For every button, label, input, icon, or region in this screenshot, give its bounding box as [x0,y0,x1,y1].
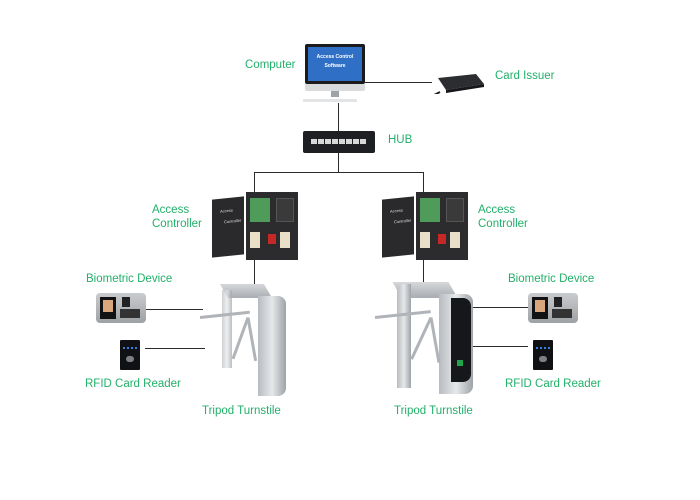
keyboard-icon [303,99,357,102]
computer-label: Computer [245,59,296,71]
wire-computer-card-issuer [365,82,432,83]
network-switch-icon [303,131,375,153]
right-biometric-device-icon [528,293,578,323]
wire-right-rfid [473,346,528,347]
right-tripod-turnstile-icon [374,278,475,400]
monitor-screen: Access Control Software [308,47,362,81]
left-tripod-turnstile-icon [199,280,290,400]
left-turnstile-label: Tripod Turnstile [202,405,281,417]
left-controller-label: Access Controller [152,203,202,231]
wire-right-biometric [473,307,528,308]
wire-hub-left-controller [254,172,255,192]
turnstile-green-indicator [457,360,463,366]
screen-text-line2: Software [324,63,346,69]
screen-text-line1: Access Control [316,54,354,60]
hub-label: HUB [388,134,413,146]
right-rfid-reader-icon [533,340,553,370]
wire-hub-bus [254,172,424,173]
right-turnstile-label: Tripod Turnstile [394,405,473,417]
wire-left-controller-turnstile [254,258,255,284]
wire-left-biometric [146,309,203,310]
wire-right-controller-turnstile [423,258,424,284]
wire-left-rfid [145,348,205,349]
right-biometric-label: Biometric Device [508,273,595,285]
left-rfid-reader-icon [120,340,140,370]
wire-computer-hub [338,103,339,131]
right-controller-label-line1: Access [478,204,516,216]
left-biometric-label: Biometric Device [86,273,173,285]
left-controller-label-line2: Controller [152,218,202,230]
card-issuer-label: Card Issuer [495,70,555,82]
left-biometric-device-icon [96,293,146,323]
wire-hub-trunk [338,153,339,172]
left-controller-label-line1: Access [152,204,190,216]
door-text: Controller [394,217,412,225]
right-controller-label-line2: Controller [478,218,528,230]
desktop-monitor-icon: Access Control Software [305,44,365,97]
right-rfid-label: RFID Card Reader [505,378,601,390]
right-controller-label: Access Controller [478,203,528,231]
left-rfid-label: RFID Card Reader [85,378,181,390]
wire-hub-right-controller [423,172,424,192]
door-text: Controller [224,217,242,225]
card-issuer-icon [431,70,484,97]
